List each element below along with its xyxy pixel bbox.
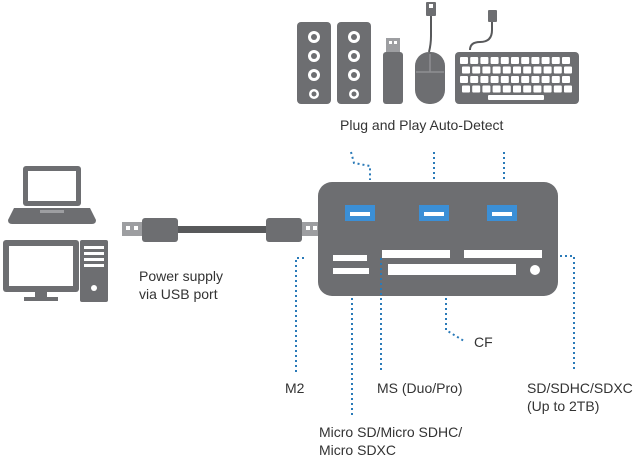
keyboard-key bbox=[541, 76, 550, 83]
keyboard-key bbox=[523, 85, 532, 93]
keyboard-key bbox=[531, 76, 540, 83]
usb-port bbox=[487, 205, 517, 221]
keyboard-key bbox=[551, 57, 560, 64]
power-supply-label: Power supply via USB port bbox=[139, 267, 223, 303]
leader-line-sd bbox=[560, 255, 575, 372]
keyboard-key bbox=[480, 57, 489, 64]
usb-port bbox=[419, 205, 449, 221]
keyboard-key bbox=[551, 76, 560, 83]
keyboard-key bbox=[543, 66, 552, 74]
leader-line bbox=[350, 151, 371, 180]
keyboard-icon bbox=[455, 10, 579, 104]
ms-label: MS (Duo/Pro) bbox=[377, 380, 463, 396]
m2-label: M2 bbox=[285, 380, 305, 396]
keyboard-key bbox=[562, 76, 570, 83]
keyboard-key bbox=[553, 85, 562, 93]
keyboard-key bbox=[513, 66, 521, 74]
laptop-icon bbox=[8, 166, 96, 224]
keyboard-key bbox=[564, 85, 572, 93]
keyboard-key bbox=[533, 66, 542, 74]
keyboard-key bbox=[492, 66, 501, 74]
keyboard-key bbox=[564, 66, 572, 74]
keyboard-key bbox=[541, 57, 550, 64]
keyboard-key bbox=[470, 76, 479, 83]
keyboard-key bbox=[490, 76, 499, 83]
desktop-computer-icon bbox=[3, 240, 108, 302]
speaker-icon bbox=[297, 22, 331, 104]
sd-slot bbox=[464, 250, 542, 258]
keyboard-key bbox=[513, 85, 521, 93]
keyboard-key bbox=[492, 85, 501, 93]
keyboard-key bbox=[531, 57, 540, 64]
micro-sd-line2: Micro SDXC bbox=[319, 442, 397, 458]
status-led bbox=[530, 265, 540, 275]
keyboard-key bbox=[472, 85, 481, 93]
keyboard-key bbox=[460, 76, 468, 83]
power-supply-line1: Power supply bbox=[139, 268, 224, 284]
ms-slot bbox=[382, 250, 450, 258]
keyboard-key bbox=[482, 85, 491, 93]
keyboard-key bbox=[500, 76, 509, 83]
sd-line2: (Up to 2TB) bbox=[527, 398, 600, 414]
micro-sd-line1: Micro SD/Micro SDHC/ bbox=[319, 424, 463, 440]
plug-and-play-label: Plug and Play Auto-Detect bbox=[340, 117, 504, 133]
m2-slot bbox=[333, 255, 367, 261]
keyboard-key bbox=[480, 76, 489, 83]
keyboard-key bbox=[470, 57, 479, 64]
keyboard-key bbox=[462, 66, 470, 74]
sd-line1: SD/SDHC/SDXC bbox=[527, 380, 633, 396]
keyboard-key bbox=[562, 57, 570, 64]
cf-slot bbox=[388, 264, 516, 275]
mouse-icon bbox=[415, 2, 445, 104]
power-supply-line2: via USB port bbox=[139, 286, 218, 302]
keyboard-key bbox=[521, 57, 530, 64]
keyboard-key bbox=[502, 66, 511, 74]
keyboard-key bbox=[502, 85, 511, 93]
sd-label: SD/SDHC/SDXC (Up to 2TB) bbox=[527, 379, 633, 415]
keyboard-key bbox=[472, 66, 481, 74]
keyboard-key bbox=[553, 66, 562, 74]
usb-flash-drive-icon bbox=[383, 38, 403, 104]
keyboard-key bbox=[543, 85, 552, 93]
usb-cable-icon bbox=[122, 218, 320, 242]
keyboard-key bbox=[490, 57, 499, 64]
keyboard-key bbox=[511, 76, 519, 83]
keyboard-key bbox=[521, 76, 530, 83]
keyboard-key bbox=[523, 66, 532, 74]
usb-port bbox=[345, 205, 375, 221]
micro-sd-label: Micro SD/Micro SDHC/ Micro SDXC bbox=[319, 423, 462, 459]
leader-line-cf bbox=[445, 298, 465, 342]
card-reader-hub-icon bbox=[318, 182, 558, 296]
keyboard-key bbox=[460, 57, 468, 64]
keyboard-key bbox=[511, 57, 519, 64]
speaker-icon bbox=[337, 22, 371, 104]
keyboard-key bbox=[500, 57, 509, 64]
cf-label: CF bbox=[474, 334, 493, 350]
leader-lines bbox=[295, 151, 575, 418]
keyboard-spacebar bbox=[488, 95, 544, 100]
keyboard-key bbox=[462, 85, 470, 93]
keyboard-key bbox=[533, 85, 542, 93]
keyboard-key bbox=[482, 66, 491, 74]
leader-line-m2 bbox=[295, 257, 304, 372]
micro-sd-slot bbox=[333, 268, 369, 274]
